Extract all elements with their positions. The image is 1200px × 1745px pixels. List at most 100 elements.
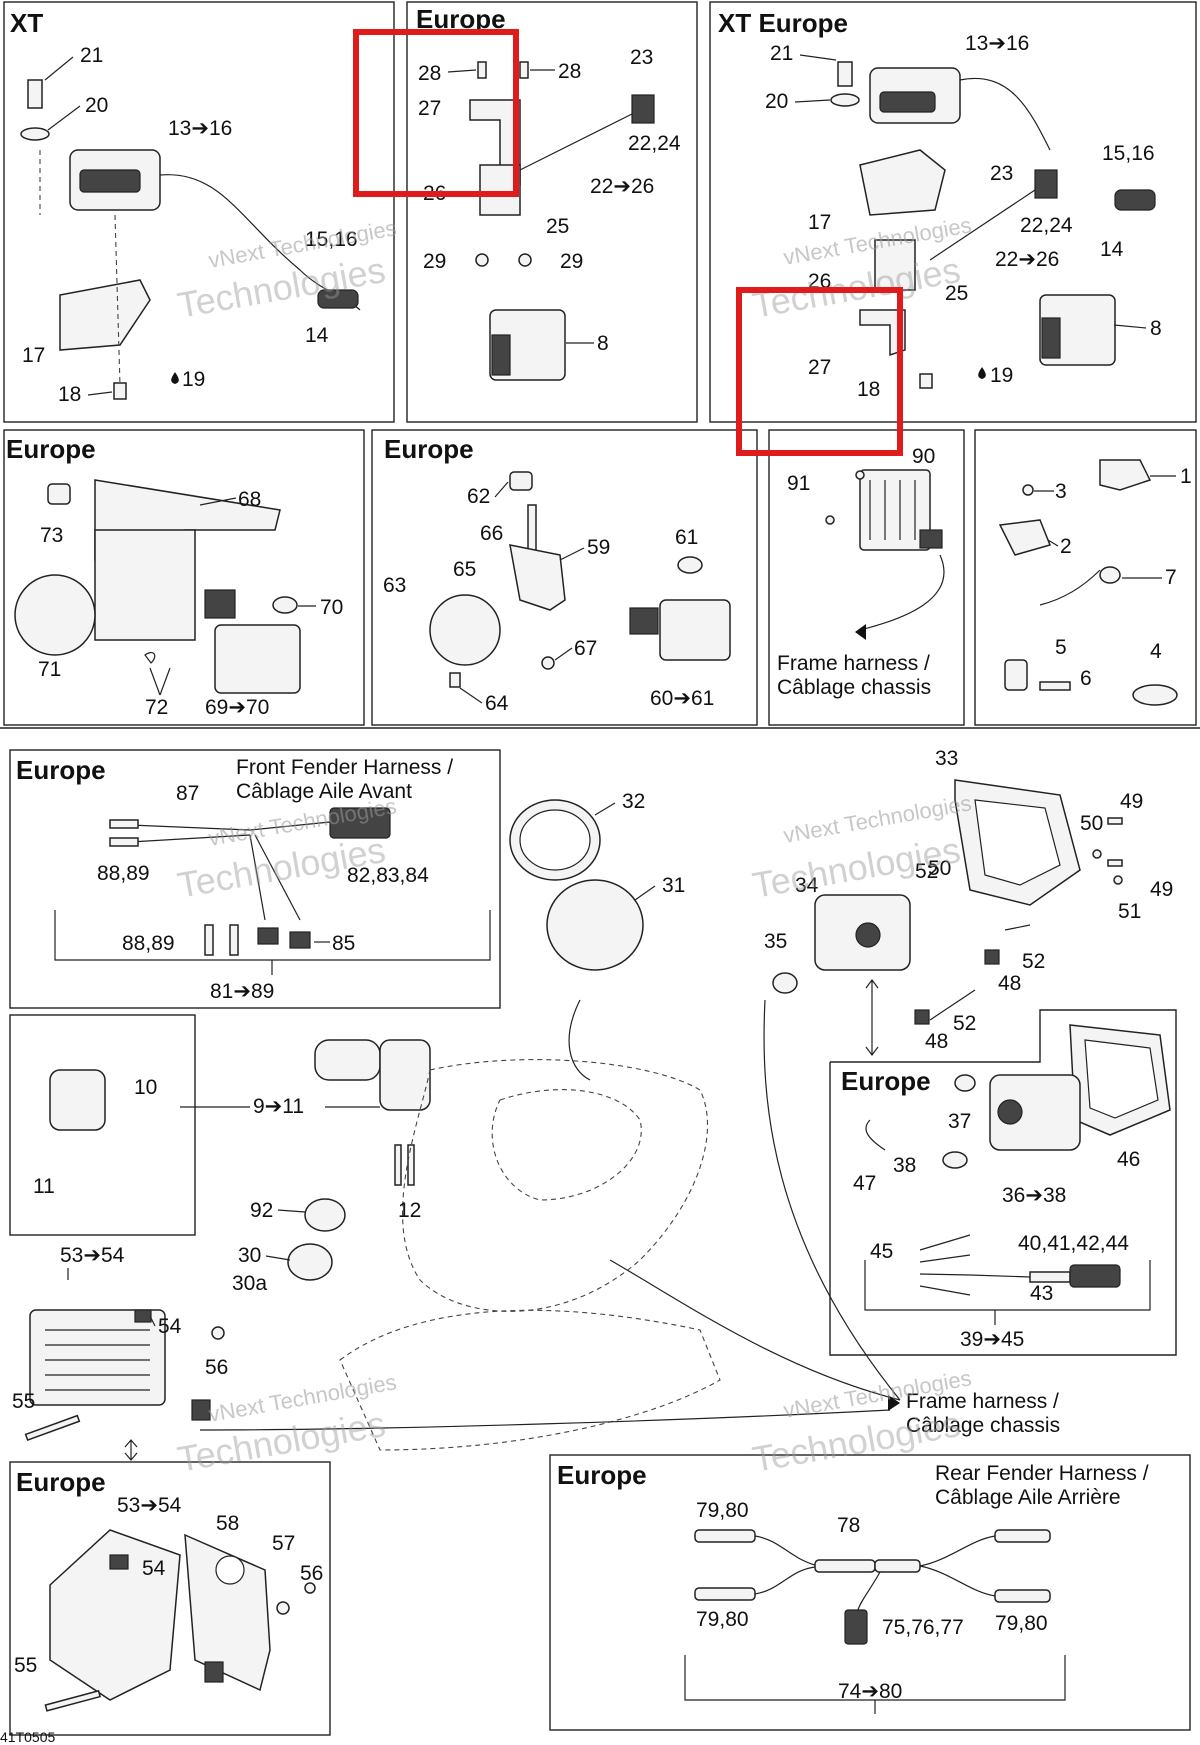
label: 74➔80 xyxy=(838,1680,902,1703)
title-europe-tail: Europe xyxy=(16,1467,106,1497)
lamp-36 xyxy=(989,1074,1081,1151)
front-fender-drawings xyxy=(54,807,491,975)
label: 87 xyxy=(176,782,199,805)
label: 28 xyxy=(558,60,581,83)
label: 48 xyxy=(925,1030,948,1053)
panel-small-parts xyxy=(974,429,1197,726)
title-europe-front-fender: Europe xyxy=(16,755,106,785)
headlight-drawings xyxy=(772,779,1123,1056)
reflector-71 xyxy=(14,574,96,656)
label: 53➔54 xyxy=(117,1494,182,1517)
label: 18 xyxy=(58,383,81,406)
label: 21 xyxy=(770,42,793,65)
switch-cable xyxy=(959,77,1051,151)
caption-frame-harness-2: Frame harness / xyxy=(906,1390,1059,1413)
label: 47 xyxy=(853,1172,876,1195)
clamp-4 xyxy=(1132,684,1178,706)
panel-europe-headlight xyxy=(829,1009,1177,1356)
clip-1 xyxy=(1099,459,1152,491)
label: 82,83,84 xyxy=(347,864,429,887)
label: 28 xyxy=(418,62,441,85)
sleeve-78 xyxy=(814,1559,876,1573)
washer-57 xyxy=(276,1601,290,1615)
label: 73 xyxy=(40,524,63,547)
caption-cablage-chassis: Câblage chassis xyxy=(777,676,931,699)
harness-22 xyxy=(929,189,1036,261)
label: 71 xyxy=(38,658,61,681)
label: 66 xyxy=(480,522,503,545)
switch-9 xyxy=(379,1039,431,1111)
label: 19 xyxy=(990,364,1013,387)
bracket-17 xyxy=(59,279,151,351)
screw-28 xyxy=(477,61,487,79)
label: 22➔26 xyxy=(590,175,654,198)
bulb-70 xyxy=(272,596,298,614)
screw-55 xyxy=(24,1414,81,1442)
label: 65 xyxy=(453,558,476,581)
label: 31 xyxy=(662,874,685,897)
label: 25 xyxy=(546,215,569,238)
label: 14 xyxy=(305,324,329,347)
bulb-37 xyxy=(954,1074,976,1092)
panel-switch xyxy=(9,1014,196,1236)
panel-europe-tail xyxy=(9,1461,331,1736)
europe-headlight-drawings xyxy=(864,1024,1171,1325)
caption-frame-harness: Frame harness / xyxy=(777,652,930,675)
connector-14 xyxy=(1114,189,1156,211)
panel-titles: XT Europe XT Europe Europe Europe Europe… xyxy=(6,4,931,1497)
label: 14 xyxy=(1100,238,1124,261)
drop-icon xyxy=(171,372,179,384)
bulb-35 xyxy=(772,972,798,994)
front-fender-labels: Front Fender Harness / Câblage Aile Avan… xyxy=(97,756,453,1003)
label: 55 xyxy=(12,1390,35,1413)
relay-26 xyxy=(874,239,916,291)
label: 3 xyxy=(1055,480,1067,503)
label: 50 xyxy=(928,857,951,880)
nut-67 xyxy=(541,656,555,670)
europe-top-labels: 28 27 28 23 22,24 22➔26 26 25 29 29 8 xyxy=(418,46,681,355)
socket-70 xyxy=(204,589,236,619)
nut-56 xyxy=(211,1326,225,1340)
label: 54 xyxy=(142,1557,166,1580)
caption-rear-fender-fr: Câblage Aile Arrière xyxy=(935,1486,1121,1509)
label: 91 xyxy=(787,472,810,495)
label: 79,80 xyxy=(995,1612,1048,1635)
connector-75 xyxy=(844,1609,868,1645)
lamp-60 xyxy=(659,599,731,661)
caption-rear-fender-en: Rear Fender Harness / xyxy=(935,1462,1149,1485)
screw-49 xyxy=(1107,817,1123,825)
europe-light-labels: 68 73 71 70 72 69➔70 xyxy=(38,488,343,719)
grommet-62 xyxy=(509,471,533,491)
clip-2 xyxy=(998,519,1052,556)
tie-47 xyxy=(865,1119,886,1151)
label: 21 xyxy=(80,44,103,67)
label: 69➔70 xyxy=(205,696,269,719)
connector-23 xyxy=(1034,169,1058,199)
label: 18 xyxy=(857,378,880,401)
label: 6 xyxy=(1080,667,1092,690)
label: 2 xyxy=(1060,535,1072,558)
label: 79,80 xyxy=(696,1499,749,1522)
lower-fairing xyxy=(339,1309,721,1451)
caption-cablage-chassis-2: Câblage chassis xyxy=(906,1414,1060,1437)
grommet-73 xyxy=(47,483,71,505)
label: 4 xyxy=(1150,640,1162,663)
label: 51 xyxy=(1118,900,1141,923)
label: 8 xyxy=(1150,317,1162,340)
label: 15,16 xyxy=(1102,142,1155,165)
label: 23 xyxy=(630,46,653,69)
tail-53 xyxy=(49,1529,181,1701)
label: 79,80 xyxy=(696,1608,749,1631)
nut-29b xyxy=(518,253,532,267)
panel-xt xyxy=(3,1,395,423)
label: 40,41,42,44 xyxy=(1018,1232,1129,1255)
screw-12 xyxy=(394,1144,402,1186)
label: 37 xyxy=(948,1110,971,1133)
label: 8 xyxy=(597,332,609,355)
watermark: Technologies xyxy=(749,1403,963,1480)
label: 29 xyxy=(560,250,583,273)
europe-tail-drawings xyxy=(44,1529,316,1712)
title-europe-light: Europe xyxy=(6,434,96,464)
